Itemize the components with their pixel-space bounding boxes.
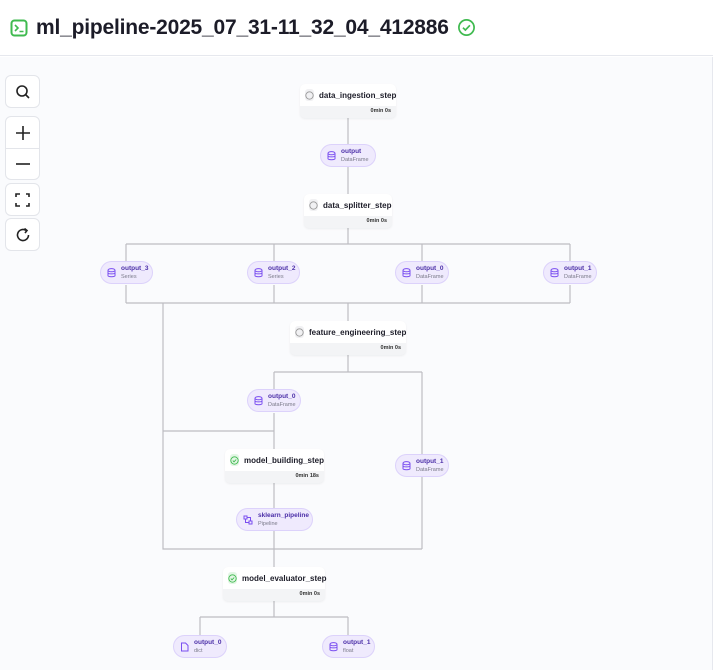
cached-icon: [309, 199, 318, 211]
step-node[interactable]: data_ingestion_step 0min 0s: [300, 84, 396, 118]
step-duration: 0min 0s: [380, 345, 401, 351]
artifact-name: output_0: [268, 392, 296, 400]
search-button[interactable]: [5, 76, 40, 107]
zoom-controls: [5, 116, 40, 180]
step-name: feature_engineering_step: [309, 327, 407, 337]
step-duration: 0min 0s: [370, 108, 391, 114]
database-icon: [254, 267, 263, 277]
artifact-type: DataFrame: [564, 273, 592, 280]
database-icon: [107, 267, 116, 277]
fit-view-button[interactable]: [5, 184, 40, 215]
artifact-type: Series: [268, 273, 284, 280]
database-icon: [329, 641, 338, 651]
artifact-name: output_0: [194, 638, 222, 646]
database-icon: [402, 267, 411, 277]
page-title: ml_pipeline-2025_07_31-11_32_04_412886: [36, 15, 449, 39]
refresh-icon: [16, 227, 29, 241]
step-name: data_splitter_step: [323, 200, 392, 210]
plus-icon: [15, 125, 30, 140]
step-node[interactable]: model_building_step 0min 18s: [225, 449, 324, 483]
fit-view-control: [5, 183, 40, 216]
cached-icon: [305, 89, 314, 101]
zoom-in-button[interactable]: [5, 117, 40, 148]
artifact-type: dict: [194, 647, 203, 654]
model-pipeline-icon: [243, 515, 253, 524]
artifact-type: DataFrame: [416, 466, 444, 473]
artifact-type: DataFrame: [341, 156, 369, 163]
success-icon: [228, 572, 237, 584]
search-control[interactable]: [5, 75, 40, 108]
artifact-name: output_1: [416, 457, 444, 465]
search-icon: [15, 84, 30, 99]
step-name: data_ingestion_step: [319, 90, 397, 100]
artifact-name: output_1: [564, 264, 592, 272]
artifact-name: sklearn_pipeline: [258, 511, 309, 519]
database-icon: [550, 267, 559, 277]
database-icon: [254, 395, 263, 405]
artifact-type: Series: [121, 273, 137, 280]
refresh-control: [5, 218, 40, 251]
step-node[interactable]: data_splitter_step 0min 0s: [304, 194, 392, 228]
status-success-icon: [457, 19, 475, 36]
step-duration: 0min 0s: [366, 218, 387, 224]
page-header: ml_pipeline-2025_07_31-11_32_04_412886: [0, 0, 713, 56]
step-duration: 0min 0s: [299, 591, 320, 597]
artifact-type: Pipeline: [258, 520, 278, 527]
zoom-out-button[interactable]: [5, 148, 40, 179]
dag-edges: [125, 118, 571, 635]
artifact-type: float: [343, 647, 354, 654]
step-node[interactable]: model_evaluator_step 0min 0s: [223, 567, 327, 601]
step-name: model_building_step: [244, 455, 325, 465]
step-node[interactable]: feature_engineering_step 0min 0s: [290, 321, 406, 355]
database-icon: [327, 150, 336, 160]
cached-icon: [295, 326, 304, 338]
step-duration: 0min 18s: [295, 473, 319, 479]
artifact-type: DataFrame: [416, 273, 444, 280]
database-icon: [402, 460, 411, 470]
refresh-button[interactable]: [5, 219, 40, 250]
artifact-name: output_3: [121, 264, 149, 272]
artifact-name: output_2: [268, 264, 296, 272]
minus-icon: [15, 163, 30, 165]
artifact-name: output_0: [416, 264, 444, 272]
pipeline-icon: [10, 19, 28, 36]
artifact-name: output: [341, 147, 362, 155]
success-icon: [230, 454, 239, 466]
step-name: model_evaluator_step: [242, 573, 327, 583]
fullscreen-icon: [14, 192, 30, 207]
artifact-type: DataFrame: [268, 401, 296, 408]
document-icon: [181, 642, 189, 651]
artifact-name: output_1: [343, 638, 371, 646]
